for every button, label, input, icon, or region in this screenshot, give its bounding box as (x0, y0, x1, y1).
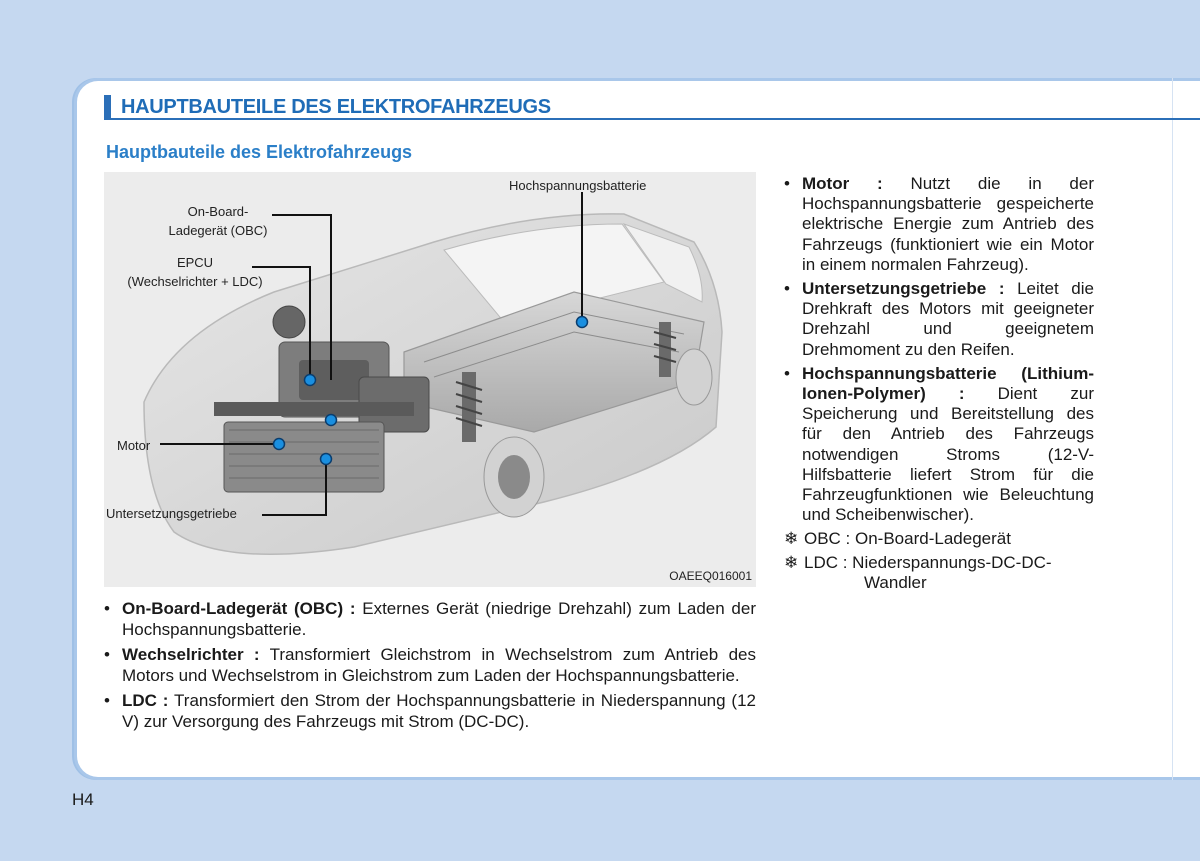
label-motor: Motor (117, 438, 151, 453)
section-title: HAUPTBAUTEILE DES ELEKTROFAHRZEUGS (121, 95, 551, 118)
label-reduction-gear: Untersetzungsgetriebe (106, 506, 237, 521)
label-battery: Hochspannungsbatterie (509, 178, 647, 193)
bullet-dot: • (784, 279, 790, 299)
bullet-text: Transformiert den Strom der Hochspannung… (122, 691, 757, 731)
bullet-term: Wechselrichter : (122, 645, 260, 664)
bullet-dot: • (104, 691, 110, 710)
subsection-title: Hauptbauteile des Elektrofahrzeugs (106, 142, 413, 162)
bullet-text: Nutzt die in der Hochspannungsbatterie g… (802, 174, 1095, 274)
figure-code: OAEEQ016001 (669, 569, 752, 583)
bullet-term: Motor : (802, 174, 883, 193)
label-epcu: EPCU (Wechselrichter + LDC) (114, 253, 276, 291)
bullet-motor: • Motor : Nutzt die in der Hochspannungs… (784, 174, 1094, 275)
bullet-dot: • (784, 363, 790, 383)
note-ldc-line1: LDC : Niederspannungs-DC-DC- (804, 552, 1052, 572)
left-bullet-list: • On-Board-Ladegerät (OBC) : Externes Ge… (104, 599, 756, 737)
bullet-text: Transformiert Gleichstrom in Wechselstro… (122, 645, 756, 685)
note-obc: ❄ OBC : On-Board-Ladegerät (784, 529, 1094, 549)
bullet-inverter: • Wechselrichter : Transformiert Gleichs… (104, 645, 756, 686)
snowflake-icon: ❄ (784, 529, 799, 549)
label-obc-line1: On-Board- (187, 204, 249, 219)
reduction-gear-marker (319, 452, 333, 466)
header-rule (104, 118, 1200, 120)
bullet-term: LDC : (122, 691, 169, 710)
bullet-term: Hochspannungsbatterie (Lithium-Ionen-Pol… (802, 363, 1094, 404)
ev-cutaway-illustration (143, 213, 723, 556)
section-header: HAUPTBAUTEILE DES ELEKTROFAHRZEUGS (104, 95, 551, 119)
epcu-marker (303, 373, 317, 387)
bullet-reduction-gear: • Untersetzungsgetriebe : Leitet die Dre… (784, 279, 1094, 360)
obc-marker (324, 413, 338, 427)
page-number: H4 (72, 790, 94, 809)
snowflake-icon: ❄ (784, 552, 799, 572)
ev-components-figure: Hochspannungsbatterie On-Board- Ladegerä… (104, 172, 756, 587)
bullet-hv-battery: • Hochspannungsbatterie (Lithium-Ionen-P… (784, 364, 1094, 526)
right-rule (1172, 78, 1173, 780)
label-epcu-line2: (Wechselrichter + LDC) (127, 274, 263, 289)
bullet-term: On-Board-Ladegerät (OBC) : (122, 599, 356, 618)
note-ldc-line2: Wandler (864, 572, 927, 592)
bullet-dot: • (784, 174, 790, 193)
component-markers (272, 315, 589, 466)
motor-marker (272, 437, 286, 451)
label-obc-line2: Ladegerät (OBC) (168, 223, 268, 238)
bullet-dot: • (104, 599, 110, 618)
bullet-text: Leitet die Drehkraft des Motors mit geei… (802, 279, 1094, 359)
bullet-dot: • (104, 645, 110, 664)
leader-lines (160, 192, 583, 516)
label-obc: On-Board- Ladegerät (OBC) (162, 202, 274, 240)
bullet-obc: • On-Board-Ladegerät (OBC) : Externes Ge… (104, 599, 756, 640)
note-obc-text: OBC : On-Board-Ladegerät (804, 529, 1011, 549)
bullet-term: Untersetzungsgetriebe : (802, 279, 1005, 299)
bullet-text: Dient zur Speicherung und Bereitstellung… (802, 384, 1094, 525)
battery-marker (575, 315, 589, 329)
section-bar (104, 95, 111, 119)
right-bullet-list: • Motor : Nutzt die in der Hochspannungs… (784, 174, 1094, 596)
label-epcu-line1: EPCU (176, 255, 214, 270)
note-ldc: ❄ LDC : Niederspannungs-DC-DC- Wandler (784, 553, 1094, 593)
bullet-ldc: • LDC : Transformiert den Strom der Hoch… (104, 691, 756, 732)
bullet-text: Externes Gerät (niedrige Drehzahl) zum L… (122, 599, 757, 639)
